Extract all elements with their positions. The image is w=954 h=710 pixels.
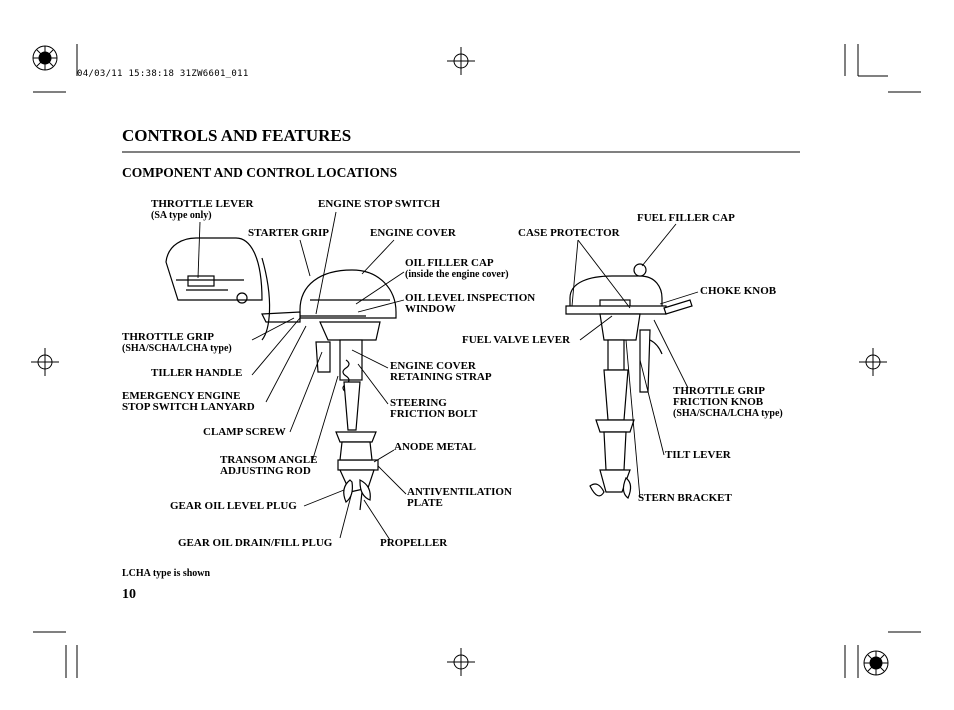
outboard-side-view-illustration xyxy=(165,237,397,511)
label-transom-rod: TRANSOM ANGLE ADJUSTING ROD xyxy=(220,454,318,477)
registration-target-right xyxy=(859,348,887,376)
footnote: LCHA type is shown xyxy=(122,568,211,579)
sunburst-mark-top-left xyxy=(32,45,58,71)
registration-target-bottom xyxy=(447,648,475,676)
label-oil-level-window: OIL LEVEL INSPECTION WINDOW xyxy=(405,292,536,315)
section-title: CONTROLS AND FEATURES xyxy=(122,126,352,145)
label-propeller: PROPELLER xyxy=(380,537,448,549)
label-anode-metal: ANODE METAL xyxy=(394,441,476,453)
label-fuel-filler-cap: FUEL FILLER CAP xyxy=(637,212,735,224)
label-choke-knob: CHOKE KNOB xyxy=(700,285,777,297)
sunburst-mark-bottom-right xyxy=(863,650,889,676)
label-throttle-friction-knob: THROTTLE GRIP FRICTION KNOB (SHA/SCHA/LC… xyxy=(673,385,783,420)
label-engine-stop-switch: ENGINE STOP SWITCH xyxy=(318,198,441,210)
label-engine-cover: ENGINE COVER xyxy=(370,227,456,239)
subsection-title: COMPONENT AND CONTROL LOCATIONS xyxy=(122,165,398,180)
label-tilt-lever: TILT LEVER xyxy=(665,449,731,461)
label-throttle-lever: THROTTLE LEVER (SA type only) xyxy=(151,198,254,222)
registration-target-left xyxy=(31,348,59,376)
crop-marks xyxy=(33,44,921,678)
label-starter-grip: STARTER GRIP xyxy=(248,227,330,239)
registration-target-top xyxy=(447,47,475,75)
label-throttle-grip: THROTTLE GRIP (SHA/SCHA/LCHA type) xyxy=(122,331,232,355)
label-antiventilation-plate: ANTIVENTILATION PLATE xyxy=(407,486,512,509)
label-oil-filler-cap: OIL FILLER CAP (inside the engine cover) xyxy=(405,257,509,281)
label-stern-bracket: STERN BRACKET xyxy=(638,492,732,504)
label-steering-bolt: STEERING FRICTION BOLT xyxy=(390,397,478,420)
label-gear-oil-level-plug: GEAR OIL LEVEL PLUG xyxy=(170,500,297,512)
leader-lines xyxy=(197,211,699,541)
label-emergency-lanyard: EMERGENCY ENGINE STOP SWITCH LANYARD xyxy=(122,390,255,413)
label-gear-oil-drain-plug: GEAR OIL DRAIN/FILL PLUG xyxy=(178,537,333,549)
label-fuel-valve-lever: FUEL VALVE LEVER xyxy=(462,334,571,346)
label-engine-cover-strap: ENGINE COVER RETAINING STRAP xyxy=(390,360,492,383)
label-tiller-handle: TILLER HANDLE xyxy=(151,367,243,379)
outboard-rear-view-illustration xyxy=(565,263,693,499)
page-number: 10 xyxy=(122,587,136,602)
label-clamp-screw: CLAMP SCREW xyxy=(203,426,286,438)
label-case-protector: CASE PROTECTOR xyxy=(518,227,620,239)
print-timestamp: 04/03/11 15:38:18 31ZW6601_011 xyxy=(77,69,249,79)
